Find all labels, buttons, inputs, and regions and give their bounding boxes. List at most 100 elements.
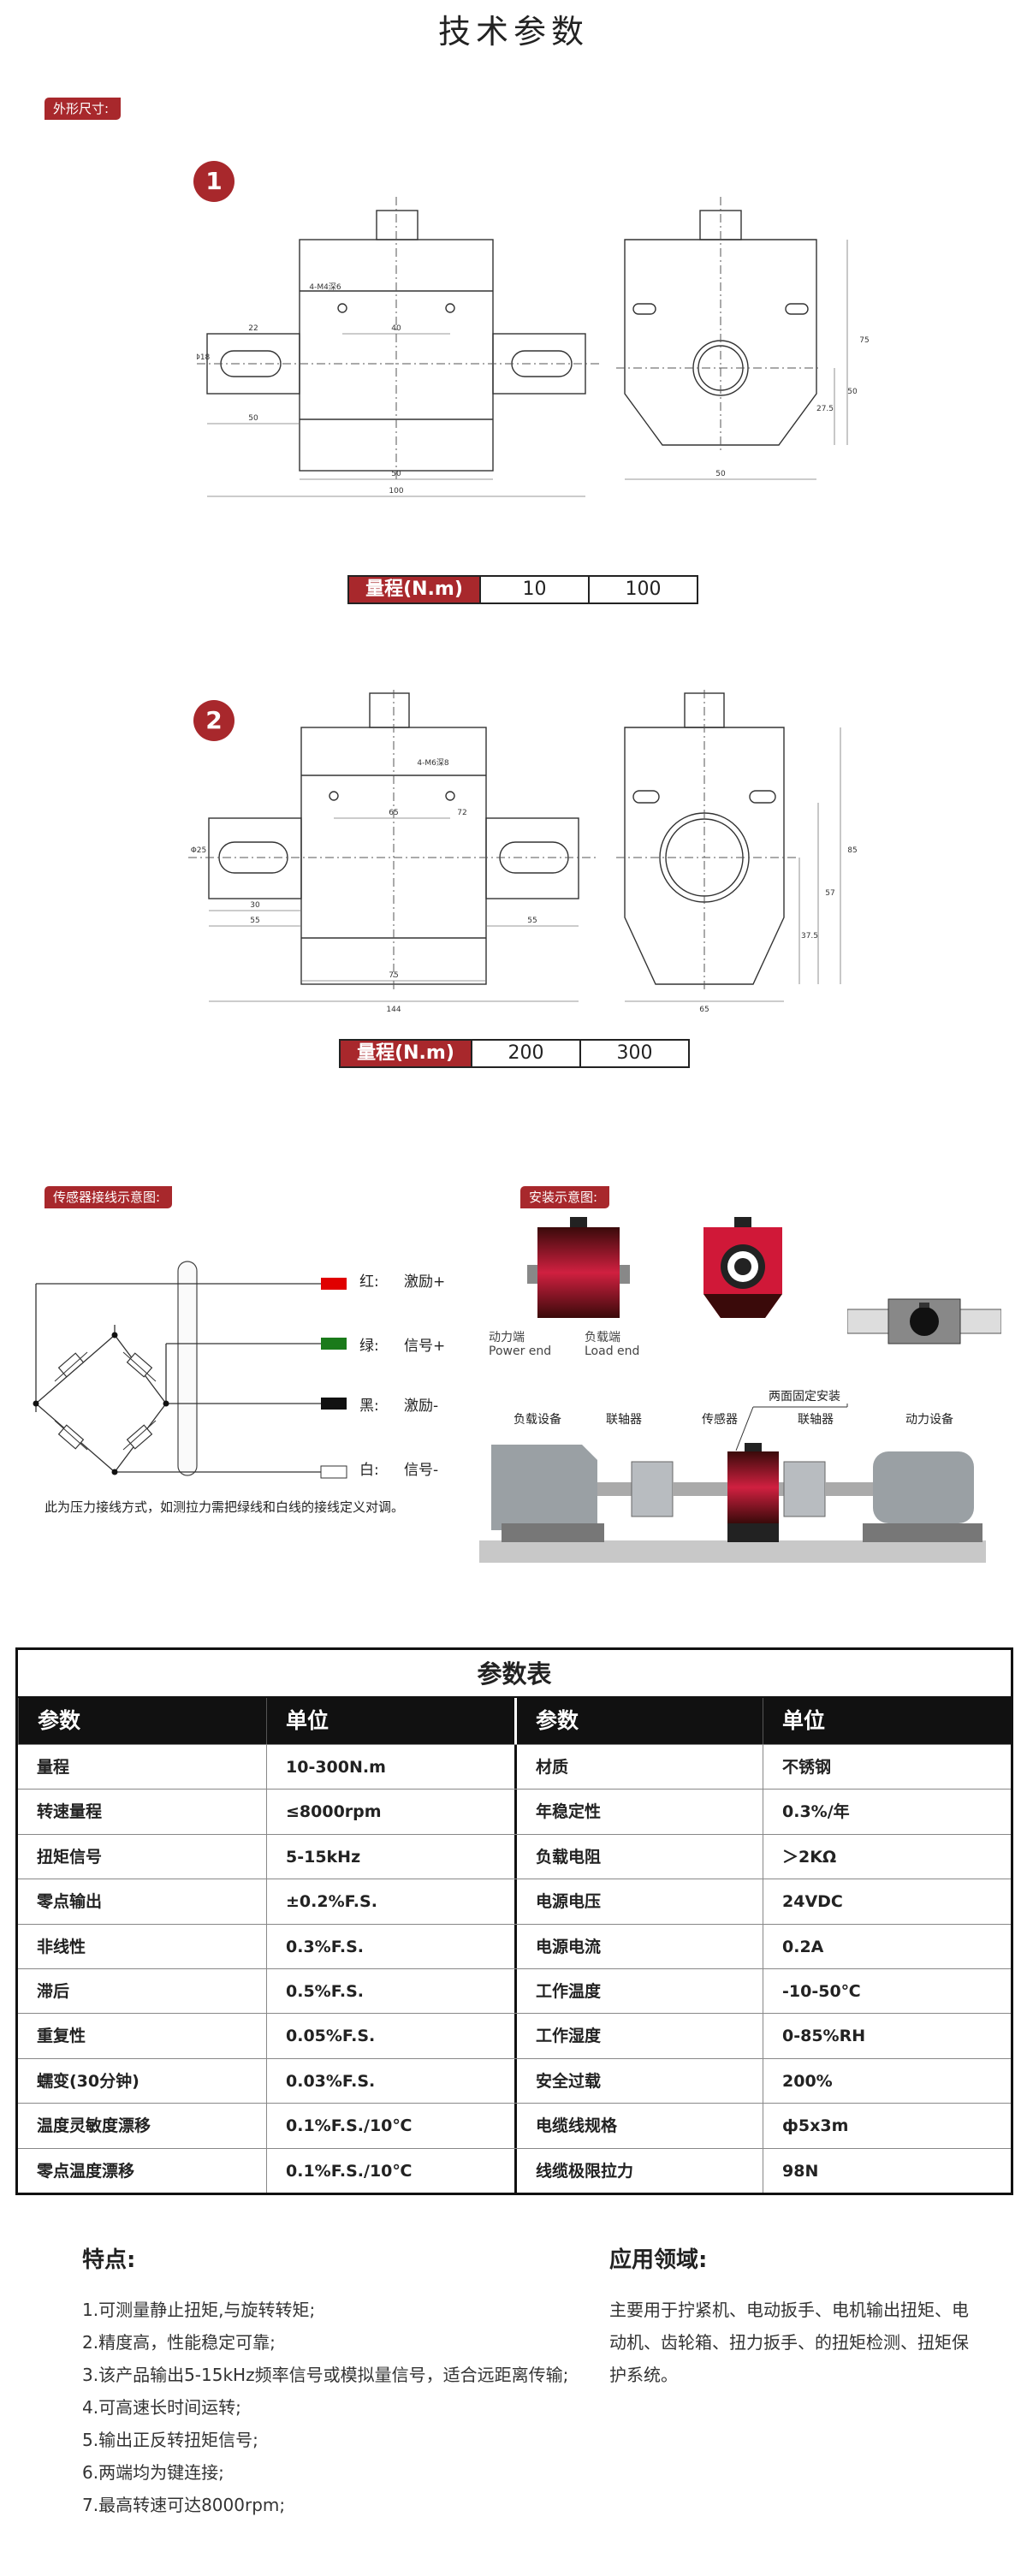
wire-black-signal: 激励-: [404, 1398, 439, 1415]
spec-cell: 零点输出: [37, 1892, 103, 1912]
table-row: 零点输出 ±0.2%F.S. 电源电压 24VDC: [18, 1879, 1011, 1924]
spec-cell: 电源电压: [514, 1879, 763, 1924]
spec-cell: -10-50℃: [763, 1968, 1011, 2014]
spec-table: 参数表 参数 单位 参数 单位 量程 10-300N.m 材质 不锈钢 转速量程…: [15, 1647, 1013, 2195]
list-item: 5.输出正反转扭矩信号;: [82, 2430, 258, 2450]
install-fixed-detail: [847, 1298, 1001, 1344]
m1-side-low: 27.5: [816, 405, 834, 413]
spec-cell: 0.05%F.S.: [266, 2014, 514, 2058]
m1-dim-key: 22: [248, 324, 258, 333]
spec-cell: 0.2A: [763, 1924, 1011, 1968]
install-system: [479, 1404, 986, 1563]
label-coupling-right: 联轴器: [798, 1413, 834, 1427]
spec-cell: ≤8000rpm: [266, 1790, 514, 1834]
spec-cell: 10-300N.m: [266, 1745, 514, 1790]
list-item: 7.最高转速可达8000rpm;: [82, 2495, 286, 2515]
spec-cell: 线缆极限拉力: [514, 2148, 763, 2193]
install-sensor-front: [527, 1217, 630, 1318]
install-tag: 安装示意图:: [520, 1186, 610, 1208]
spec-header-cell: 单位: [266, 1698, 514, 1744]
spec-cell: 5-15kHz: [266, 1834, 514, 1879]
wiring-tag: 传感器接线示意图:: [45, 1186, 173, 1208]
m1-dim-overall: 100: [389, 487, 403, 496]
spec-cell: ±0.2%F.S.: [266, 1879, 514, 1924]
label-power-device: 动力设备: [905, 1413, 953, 1427]
list-item: 2.精度高，性能稳定可靠;: [82, 2332, 276, 2353]
table-row: 非线性 0.3%F.S. 电源电流 0.2A: [18, 1923, 1011, 1968]
model2-badge: 2: [193, 700, 234, 741]
spec-cell: 量程: [37, 1758, 70, 1777]
list-item: 4.可高速长时间运转;: [82, 2397, 241, 2418]
m1-dim-diameter: Φ18: [197, 353, 211, 362]
table-row: 转速量程 ≤8000rpm 年稳定性 0.3%/年: [18, 1789, 1011, 1834]
spec-table-header: 参数 单位 参数 单位: [18, 1698, 1011, 1744]
spec-cell: 负载电阻: [514, 1834, 763, 1879]
label-coupling-left: 联轴器: [606, 1413, 642, 1427]
spec-cell: 0-85%RH: [763, 2014, 1011, 2058]
list-item: 1.可测量静止扭矩,与旋转转矩;: [82, 2300, 316, 2320]
m1-dim-thread: 4-M4深6: [309, 282, 341, 292]
model2-range-value: 300: [579, 1041, 688, 1066]
wire-white-swatch: [320, 1465, 347, 1479]
spec-cell: 0.03%F.S.: [266, 2058, 514, 2104]
spec-cell: 温度灵敏度漂移: [37, 2116, 151, 2136]
m2-side-width: 65: [699, 1006, 709, 1014]
spec-cell: 0.3%/年: [763, 1790, 1011, 1834]
spec-cell: 非线性: [37, 1937, 86, 1956]
model1-side-view: 50 75 50 27.5: [616, 197, 870, 480]
m2-dim-holes: 65: [389, 809, 398, 817]
wire-green-swatch: [321, 1338, 347, 1350]
power-end-cn: 动力端: [489, 1331, 525, 1344]
m2-dim-offset: 72: [457, 809, 466, 817]
label-load-device: 负载设备: [514, 1413, 561, 1427]
table-row: 量程 10-300N.m 材质 不锈钢: [18, 1744, 1011, 1790]
spec-header-cell: 单位: [763, 1698, 1011, 1744]
table-row: 零点温度漂移 0.1%F.S./10℃ 线缆极限拉力 98N: [18, 2147, 1011, 2193]
spec-cell: 不锈钢: [763, 1745, 1011, 1790]
m2-dim-thread: 4-M6深8: [417, 758, 448, 768]
wiring-diagram: [33, 1261, 347, 1479]
m2-dim-overall: 144: [386, 1006, 401, 1014]
spec-cell: 电缆线规格: [514, 2104, 763, 2148]
table-row: 蠕变(30分钟) 0.03%F.S. 安全过载 200%: [18, 2057, 1011, 2104]
spec-header-cell: 参数: [18, 1698, 266, 1744]
table-row: 扭矩信号 5-15kHz 负载电阻 ＞2KΩ: [18, 1833, 1011, 1879]
install-sensor-side: [703, 1217, 782, 1318]
model1-range-header: 量程(N.m): [349, 577, 479, 602]
spec-cell: 工作湿度: [514, 2014, 763, 2058]
model1-range-table: 量程(N.m) 10 100: [347, 575, 698, 604]
spec-cell: 蠕变(30分钟): [37, 2071, 140, 2091]
wire-white-signal: 信号-: [404, 1462, 439, 1479]
applications-text: 主要用于拧紧机、电动扳手、电机输出扭矩、电动机、齿轮箱、扭力扳手、的扭矩检测、扭…: [609, 2300, 969, 2385]
spec-cell: 24VDC: [763, 1879, 1011, 1924]
spec-cell: 扭矩信号: [37, 1847, 103, 1867]
spec-header-cell: 参数: [514, 1698, 763, 1744]
m1-dim-shaft: 50: [248, 414, 258, 423]
spec-cell: 安全过载: [514, 2058, 763, 2104]
m1-dim-body: 50: [391, 470, 401, 478]
m2-side-height: 85: [847, 846, 857, 855]
wire-red-signal: 激励+: [404, 1273, 446, 1291]
spec-cell: 年稳定性: [514, 1790, 763, 1834]
wire-white-label: 白:: [359, 1462, 379, 1479]
power-end-en: Power end: [489, 1344, 552, 1358]
spec-cell: 0.3%F.S.: [266, 1924, 514, 1968]
spec-cell: 200%: [763, 2058, 1011, 2104]
spec-cell: 0.1%F.S./10℃: [266, 2104, 514, 2148]
load-end-en: Load end: [585, 1344, 640, 1358]
spec-table-title: 参数表: [18, 1650, 1011, 1698]
m2-side-mid: 57: [825, 889, 834, 898]
spec-cell: 零点温度漂移: [37, 2161, 135, 2181]
page-title: 技术参数: [437, 13, 589, 50]
m2-dim-key: 30: [250, 901, 260, 910]
wire-green-signal: 信号+: [404, 1338, 446, 1355]
model1-front-view: 100 50 50 40 22 4-M4深6 Φ18: [197, 197, 599, 497]
features-list: 1.可测量静止扭矩,与旋转转矩; 2.精度高，性能稳定可靠; 3.该产品输出5-…: [82, 2294, 630, 2521]
model2-range-header: 量程(N.m): [341, 1041, 471, 1066]
wire-red-label: 红:: [359, 1273, 379, 1291]
m2-dim-shaft-right: 55: [527, 917, 537, 925]
m1-side-center: 50: [847, 388, 858, 396]
model2-front-view: 144 75 55 30 55 65 72 4-M6深8 Φ25: [188, 690, 596, 1014]
wire-black-swatch: [321, 1398, 347, 1410]
model2-range-table: 量程(N.m) 200 300: [339, 1039, 690, 1068]
